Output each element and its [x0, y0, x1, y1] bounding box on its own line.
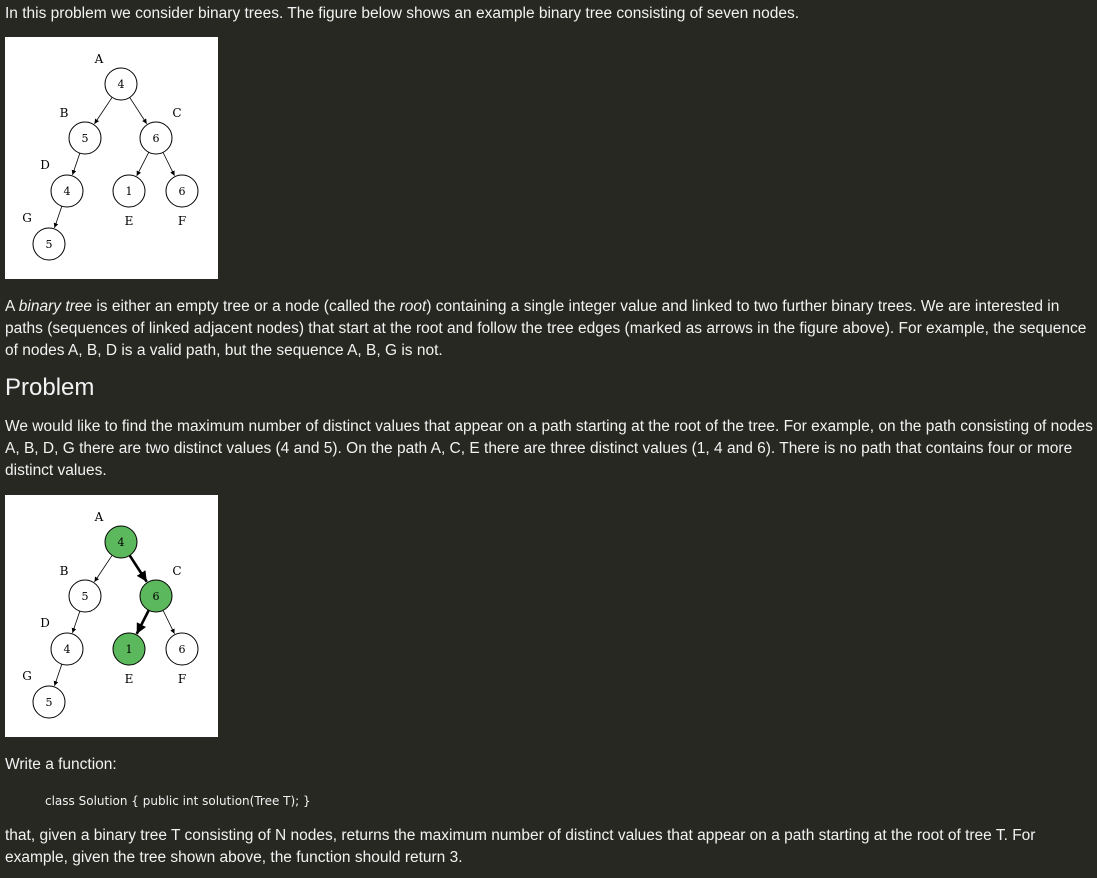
closing-text: that, given a binary tree T consisting o…: [5, 827, 1036, 866]
node-E-circle: [112, 174, 146, 208]
edge-A-C: [128, 554, 148, 583]
node-G-label: G: [22, 211, 32, 225]
node-A-circle: [104, 67, 138, 101]
node-E-value: 1: [126, 643, 133, 656]
node-G-value: 5: [46, 696, 53, 709]
edge-A-C: [129, 97, 148, 124]
node-A-label: A: [94, 510, 104, 524]
node-G-circle: [32, 685, 66, 719]
edge-D-G: [53, 664, 63, 687]
edge-B-D: [71, 153, 81, 176]
term-binary-tree: binary tree: [18, 298, 93, 315]
node-A-value: 4: [118, 78, 125, 91]
node-D-label: D: [40, 158, 50, 172]
node-B-circle: [68, 579, 102, 613]
node-C-value: 6: [153, 132, 160, 145]
node-D-circle: [50, 632, 84, 666]
node-A-value: 4: [118, 536, 125, 549]
term-root: root: [399, 298, 427, 315]
problem-text: We would like to find the maximum number…: [5, 418, 1093, 479]
node-E-label: E: [125, 672, 134, 686]
node-C-circle: [139, 121, 173, 155]
node-C-circle: [139, 579, 173, 613]
edge-B-D: [71, 611, 81, 634]
node-G-value: 5: [46, 238, 53, 251]
code-signature: class Solution { public int solution(Tre…: [45, 794, 311, 808]
write-function-text: Write a function:: [5, 756, 117, 773]
node-A-label: A: [94, 52, 104, 66]
node-C-label: C: [172, 106, 181, 120]
node-E-value: 1: [126, 185, 133, 198]
edge-C-F: [162, 610, 175, 634]
node-B-value: 5: [82, 132, 89, 145]
node-F-label: F: [178, 672, 186, 686]
node-E-label: E: [125, 214, 134, 228]
edge-A-B: [94, 97, 113, 125]
node-B-circle: [68, 121, 102, 155]
node-D-circle: [50, 174, 84, 208]
node-B-label: B: [60, 564, 69, 578]
edge-A-B: [94, 555, 113, 583]
intro-text: In this problem we consider binary trees…: [5, 5, 800, 22]
node-D-value: 4: [64, 643, 71, 656]
node-D-value: 4: [64, 185, 71, 198]
node-F-value: 6: [179, 643, 186, 656]
edge-C-F: [162, 152, 175, 176]
edge-C-E: [136, 152, 150, 177]
node-F-circle: [165, 632, 199, 666]
node-A-circle: [104, 525, 138, 559]
node-D-label: D: [40, 616, 50, 630]
node-B-value: 5: [82, 590, 89, 603]
edge-D-G: [53, 206, 63, 229]
node-C-value: 6: [153, 590, 160, 603]
definition-text: A binary tree is either an empty tree or…: [5, 298, 1087, 359]
node-G-label: G: [22, 669, 32, 683]
node-F-value: 6: [179, 185, 186, 198]
node-F-label: F: [178, 214, 186, 228]
node-C-label: C: [172, 564, 181, 578]
node-G-circle: [32, 227, 66, 261]
node-B-label: B: [60, 106, 69, 120]
node-E-circle: [112, 632, 146, 666]
problem-heading: Problem: [5, 374, 95, 401]
edge-C-E: [135, 609, 150, 635]
node-F-circle: [165, 174, 199, 208]
